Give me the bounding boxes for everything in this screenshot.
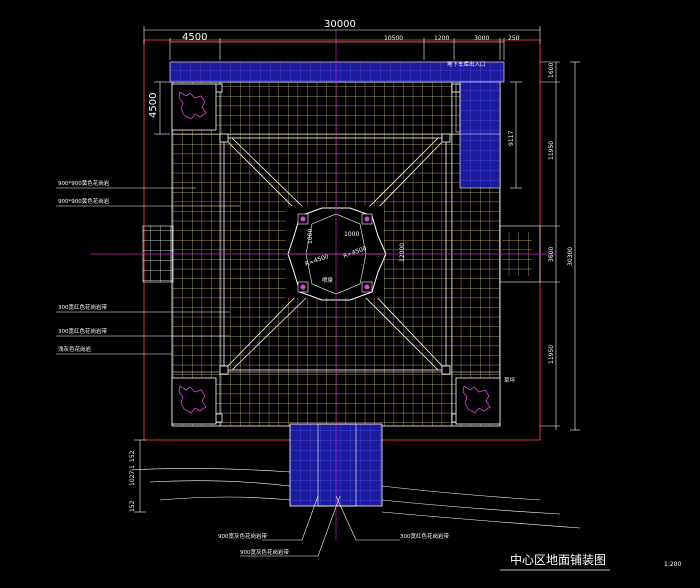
dim-overall-top: 30000 bbox=[324, 19, 356, 30]
top-band-label: 地下车库出入口 bbox=[447, 60, 486, 68]
dim-right-top: 1600 bbox=[548, 63, 555, 78]
callout-3: 300宽红色花岗岩带 bbox=[58, 303, 107, 311]
dim-right-middle: 3600 bbox=[548, 247, 555, 262]
planter-bottom-right bbox=[455, 377, 501, 425]
dim-top-r3: 250 bbox=[508, 35, 520, 42]
callout-4: 300宽红色花岗岩带 bbox=[58, 327, 107, 335]
right-dimension-lines bbox=[510, 61, 580, 431]
planter-top-right bbox=[455, 83, 461, 133]
dim-inner-vertical: 9117 bbox=[508, 131, 515, 146]
right-note: 草坪 bbox=[504, 376, 516, 384]
center-dim-height: 1000 bbox=[307, 229, 314, 244]
drawing-scale: 1:200 bbox=[664, 561, 681, 568]
callout-2: 900*900黄色花岗岩 bbox=[58, 197, 110, 205]
callout-1: 900*900黄色花岗岩 bbox=[58, 179, 110, 187]
dim-bottom-mid: 1027.1 bbox=[129, 465, 136, 486]
road-edges bbox=[129, 468, 581, 529]
top-blue-band bbox=[169, 61, 505, 83]
bottom-callout-2: 900宽灰色花岗岩带 bbox=[240, 548, 289, 556]
dim-top-left: 4500 bbox=[182, 32, 207, 43]
callout-5: 浅灰色花岗岩 bbox=[58, 345, 92, 353]
dim-right-overall: 30300 bbox=[567, 247, 574, 266]
drawing-title: 中心区地面铺装图 bbox=[510, 552, 606, 567]
planter-bottom-left bbox=[171, 377, 217, 425]
bottom-callout-lines bbox=[240, 495, 400, 557]
top-dimension-lines bbox=[143, 26, 541, 60]
bottom-callout-1: 900宽灰色花岗岩带 bbox=[218, 532, 267, 540]
dim-top-mid: 10500 bbox=[384, 35, 403, 42]
bottom-dimension-lines bbox=[134, 439, 146, 513]
dim-left-vertical: 4500 bbox=[148, 93, 159, 118]
center-dim-width: 1000 bbox=[344, 231, 359, 238]
dim-bottom-small: 152 bbox=[129, 450, 136, 462]
bottom-walkway-strip bbox=[317, 423, 357, 507]
fountain-inner bbox=[305, 213, 367, 295]
left-dimension-lines bbox=[154, 81, 170, 135]
fountain-posts bbox=[297, 213, 373, 293]
center-side-dim: 12000 bbox=[399, 243, 406, 262]
dim-bottom-left: 152 bbox=[129, 500, 136, 512]
diagonal-bands bbox=[223, 137, 447, 371]
center-label: 喷泉 bbox=[322, 276, 334, 284]
bottom-callout-3: 300宽红色花岗岩带 bbox=[400, 532, 449, 540]
dim-top-r1: 1200 bbox=[434, 35, 449, 42]
dim-right-lower: 11950 bbox=[548, 345, 555, 364]
dim-right-upper: 11950 bbox=[548, 141, 555, 160]
right-blue-block bbox=[459, 81, 501, 189]
dim-top-r2: 3000 bbox=[474, 35, 489, 42]
left-callout-lines bbox=[56, 187, 240, 355]
planter-top-left bbox=[171, 83, 217, 131]
